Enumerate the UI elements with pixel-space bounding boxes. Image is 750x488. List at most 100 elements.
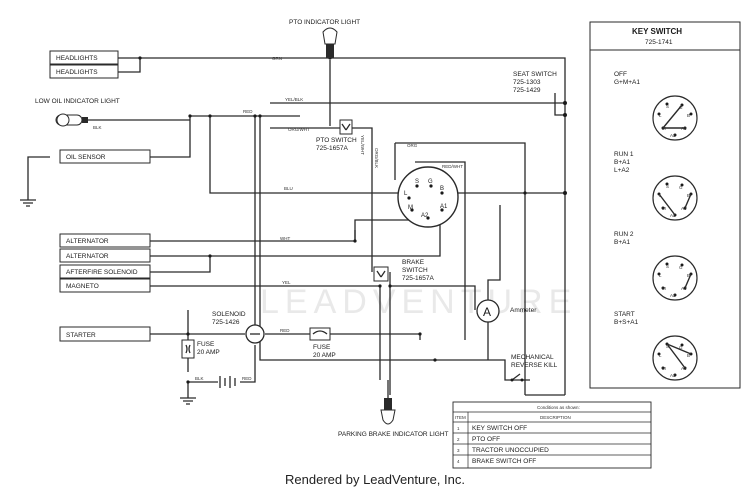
footer-credit: Rendered by LeadVenture, Inc. [285,472,465,487]
solenoid: SOLENOID 725-1426 [212,311,265,344]
key-terminal-label: L [659,353,662,358]
key-position-name: START [614,311,635,318]
conditions-col-desc: DESCRIPTION [540,415,571,420]
key-terminal-dot [689,112,693,116]
fuse-left-label: FUSE [197,341,215,348]
key-terminal-label: S [666,104,669,109]
low-oil-indicator: LOW OIL INDICATOR LIGHT [35,98,120,127]
solenoid-part: 725-1426 [212,319,240,326]
key-terminal-label: M [662,366,666,371]
pto-switch: PTO SWITCH 725-1657A [316,119,357,152]
ground-symbol [180,397,196,405]
key-terminal-dot [680,343,684,347]
low-oil-indicator-label: LOW OIL INDICATOR LIGHT [35,98,120,105]
wire-label-wht: WHT [280,236,290,241]
left-component-boxes: ALTERNATOR ALTERNATOR AFTERFIRE SOLENOID… [59,233,151,342]
pto-switch-part: 725-1657A [316,145,348,152]
brake-switch-label-2: SWITCH [402,267,428,274]
key-contact-bar [666,343,686,369]
wire-label-red-battery: RED [242,376,252,381]
key-terminal-label: G [679,185,683,190]
key-terminal-label: A2 [670,293,676,298]
brake-switch-part: 725-1657A [402,275,434,282]
headlights-label-1: HEADLIGHTS [56,55,98,62]
conditions-row: 2 PTO OFF [457,436,500,443]
pto-switch-label: PTO SWITCH [316,137,357,144]
key-terminal-dot [657,272,661,276]
ign-terminal-a1: A1 [440,204,448,210]
key-position-combo-1: G+M+A1 [614,79,640,86]
conditions-row-item: 3 [457,448,460,453]
key-terminal-dot [661,366,665,370]
key-terminal-label: G [679,105,683,110]
key-contact-bar [684,273,692,289]
key-terminal-label: S [666,184,669,189]
conditions-title: Conditions as shown: [537,405,580,410]
conditions-col-item: ITEM [455,415,466,420]
key-position-combo-1: B+A1 [614,239,630,246]
solenoid-label: SOLENOID [212,311,246,318]
oil-sensor-label: OIL SENSOR [66,154,106,161]
afterfire-solenoid-label: AFTERFIRE SOLENOID [66,269,138,276]
alternator-label-1: ALTERNATOR [66,238,109,245]
ign-terminal-g: G [428,179,433,185]
mechanical-reverse-kill-label-2: REVERSE KILL [511,362,558,369]
mechanical-reverse-kill: MECHANICAL REVERSE KILL [510,354,558,382]
key-contact-bar [662,104,683,129]
ign-terminal-l: L [404,191,408,197]
key-terminal-dot [665,262,669,266]
key-terminal-label: B [687,193,690,198]
fuse-mid: FUSE 20 AMP [309,327,336,359]
mechanical-reverse-kill-label-1: MECHANICAL [511,354,554,361]
key-position-name: RUN 1 [614,151,634,158]
wire-label-yel-wht: YEL/WHT [360,135,365,155]
key-terminal-label: A2 [670,373,676,378]
parking-brake-indicator-label: PARKING BRAKE INDICATOR LIGHT [338,431,449,438]
conditions-row-desc: PTO OFF [472,436,500,443]
wire-label-blu: BLU [284,186,293,191]
key-position-name: RUN 2 [614,231,634,238]
wire-label-org-wht: ORG/WHT [288,127,310,132]
key-terminal-label: A2 [670,213,676,218]
key-terminal-dot [673,133,677,137]
key-terminal-dot [680,183,684,187]
pto-indicator-light: PTO INDICATOR LIGHT [289,19,360,58]
key-position-1: RUN 1B+A1L+A2SGBLMA1A2 [614,151,698,221]
parking-brake-indicator-light: PARKING BRAKE INDICATOR LIGHT [338,398,449,438]
ignition-switch: S G B L M A1 A2 [397,166,459,228]
wire-labels: GRN YEL/BLK RED ORG/WHT BLK BLU WHT YEL … [93,56,463,381]
wire-label-red-solenoid: RED [280,328,290,333]
key-contact-bar [684,193,692,209]
key-terminal-label: S [666,344,669,349]
wire-label-yel: YEL [282,280,291,285]
wire-label-org-blk: ORG/BLK [374,148,379,168]
ign-terminal-b: B [440,186,444,192]
wire-label-blk-battery: BLK [195,376,204,381]
conditions-row-item: 2 [457,437,460,442]
key-terminal-label: G [679,345,683,350]
seat-switch-label: SEAT SWITCH [513,71,557,78]
wire-label-org: ORG [407,143,418,148]
ign-terminal-a2: A2 [421,213,429,219]
alternator-label-2: ALTERNATOR [66,253,109,260]
magneto-label: MAGNETO [66,283,99,290]
key-terminal-dot [665,182,669,186]
wire-label-red: RED [243,109,253,114]
headlights-boxes: HEADLIGHTS HEADLIGHTS [49,50,119,79]
conditions-row-item: 1 [457,426,460,431]
conditions-row-item: 4 [457,459,460,464]
ign-terminal-s1: S [415,179,419,185]
ign-terminal-m: M [408,205,413,211]
conditions-row-desc: KEY SWITCH OFF [472,425,527,432]
junction-dots [138,56,567,384]
key-terminal-dot [680,263,684,267]
oil-sensor: OIL SENSOR [20,149,151,207]
headlights-label-2: HEADLIGHTS [56,69,98,76]
